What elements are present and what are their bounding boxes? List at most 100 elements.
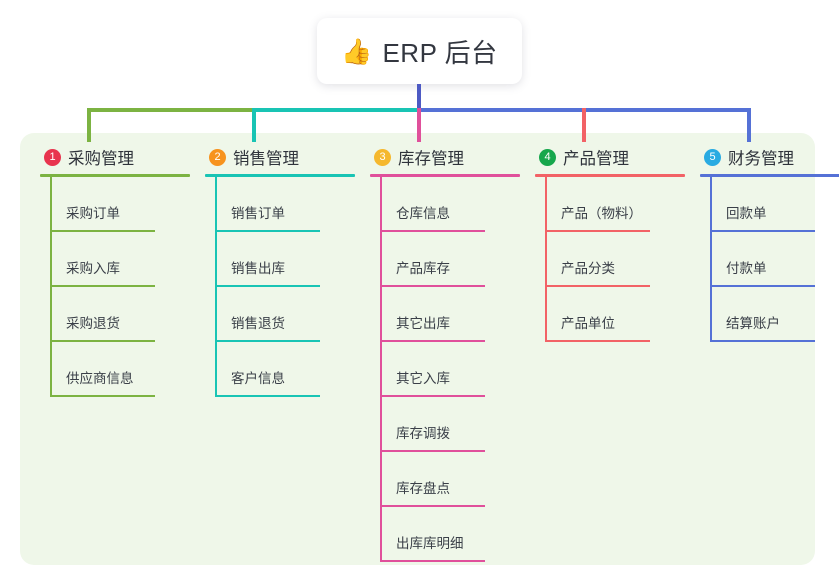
leaf-underline <box>380 450 485 452</box>
leaf-underline <box>380 230 485 232</box>
branch-spine <box>710 177 712 342</box>
branch-column-库存管理: 3 库存管理仓库信息产品库存其它出库其它入库库存调拨库存盘点出库库明细 <box>370 145 520 562</box>
leaf-item[interactable]: 销售订单 <box>215 177 355 232</box>
leaf-label: 出库库明细 <box>396 536 464 551</box>
leaf-underline <box>545 340 650 342</box>
thumbs-up-emoji: 👍 <box>341 36 373 66</box>
leaf-underline <box>710 285 815 287</box>
leaf-label: 仓库信息 <box>396 206 450 221</box>
branch-spine <box>380 177 382 562</box>
leaf-item[interactable]: 产品单位 <box>545 287 685 342</box>
leaf-underline <box>545 230 650 232</box>
branch-title: 库存管理 <box>398 150 464 168</box>
leaf-underline <box>215 395 320 397</box>
branch-header-库存管理[interactable]: 3 库存管理 <box>370 145 520 169</box>
leaf-label: 客户信息 <box>231 371 285 386</box>
leaf-item[interactable]: 产品（物料） <box>545 177 685 232</box>
branch-underline <box>205 174 355 177</box>
leaf-underline <box>380 505 485 507</box>
leaf-underline <box>545 285 650 287</box>
leaf-underline <box>215 285 320 287</box>
leaf-label: 产品分类 <box>561 261 615 276</box>
leaf-item[interactable]: 销售出库 <box>215 232 355 287</box>
leaf-label: 库存调拨 <box>396 426 450 441</box>
leaf-underline <box>50 230 155 232</box>
branch-underline <box>700 174 839 177</box>
leaf-item[interactable]: 仓库信息 <box>380 177 520 232</box>
branch-spine <box>545 177 547 342</box>
branch-title: 产品管理 <box>563 150 629 168</box>
leaf-item[interactable]: 采购入库 <box>50 232 190 287</box>
branch-number-badge: 3 <box>374 148 391 166</box>
leaf-underline <box>50 285 155 287</box>
branch-spine <box>50 177 52 397</box>
leaf-label: 采购入库 <box>66 261 120 276</box>
branch-underline <box>370 174 520 177</box>
leaf-item[interactable]: 付款单 <box>710 232 839 287</box>
leaf-item[interactable]: 结算账户 <box>710 287 839 342</box>
leaf-item[interactable]: 客户信息 <box>215 342 355 397</box>
connector-bar-segment-2 <box>252 108 417 112</box>
connector-bar-segment-1 <box>87 108 252 112</box>
root-node[interactable]: 👍 ERP 后台 <box>317 18 522 84</box>
branch-underline <box>40 174 190 177</box>
leaf-label: 供应商信息 <box>66 371 134 386</box>
branch-children-财务管理: 回款单付款单结算账户 <box>710 177 839 342</box>
leaf-item[interactable]: 供应商信息 <box>50 342 190 397</box>
connector-drop-1 <box>87 108 91 142</box>
branch-number-badge: 5 <box>704 148 721 166</box>
leaf-item[interactable]: 产品库存 <box>380 232 520 287</box>
root-stem-connector <box>417 84 421 110</box>
branch-spine <box>215 177 217 397</box>
leaf-label: 采购退货 <box>66 316 120 331</box>
leaf-item[interactable]: 其它出库 <box>380 287 520 342</box>
leaf-item[interactable]: 产品分类 <box>545 232 685 287</box>
leaf-item[interactable]: 销售退货 <box>215 287 355 342</box>
leaf-label: 销售订单 <box>231 206 285 221</box>
branch-title: 采购管理 <box>68 150 134 168</box>
leaf-label: 回款单 <box>726 206 767 221</box>
leaf-label: 库存盘点 <box>396 481 450 496</box>
leaf-item[interactable]: 出库库明细 <box>380 507 520 562</box>
leaf-underline <box>50 395 155 397</box>
leaf-label: 产品库存 <box>396 261 450 276</box>
leaf-item[interactable]: 采购退货 <box>50 287 190 342</box>
branch-number-badge: 4 <box>539 148 556 166</box>
leaf-label: 其它入库 <box>396 371 450 386</box>
leaf-label: 付款单 <box>726 261 767 276</box>
branch-header-产品管理[interactable]: 4 产品管理 <box>535 145 685 169</box>
branch-title: 销售管理 <box>233 150 299 168</box>
connector-drop-4 <box>582 108 586 142</box>
branch-number-badge: 1 <box>44 148 61 166</box>
branch-children-产品管理: 产品（物料） 产品分类产品单位 <box>545 177 685 342</box>
leaf-item[interactable]: 采购订单 <box>50 177 190 232</box>
leaf-underline <box>380 560 485 562</box>
branch-underline <box>535 174 685 177</box>
leaf-label: 产品（物料） <box>561 206 642 221</box>
branch-children-销售管理: 销售订单销售出库销售退货客户信息 <box>215 177 355 397</box>
leaf-item[interactable]: 库存盘点 <box>380 452 520 507</box>
leaf-underline <box>215 230 320 232</box>
leaf-item[interactable]: 库存调拨 <box>380 397 520 452</box>
leaf-label: 其它出库 <box>396 316 450 331</box>
branch-header-采购管理[interactable]: 1 采购管理 <box>40 145 190 169</box>
leaf-label: 销售退货 <box>231 316 285 331</box>
leaf-underline <box>380 340 485 342</box>
branch-column-采购管理: 1 采购管理采购订单采购入库采购退货供应商信息 <box>40 145 190 397</box>
connector-drop-5 <box>747 108 751 142</box>
leaf-label: 产品单位 <box>561 316 615 331</box>
leaf-underline <box>380 285 485 287</box>
leaf-item[interactable]: 其它入库 <box>380 342 520 397</box>
branch-children-采购管理: 采购订单采购入库采购退货供应商信息 <box>50 177 190 397</box>
connector-drop-3 <box>417 108 421 142</box>
leaf-underline <box>50 340 155 342</box>
leaf-item[interactable]: 回款单 <box>710 177 839 232</box>
leaf-label: 销售出库 <box>231 261 285 276</box>
branch-children-库存管理: 仓库信息产品库存其它出库其它入库库存调拨库存盘点出库库明细 <box>380 177 520 562</box>
branch-column-产品管理: 4 产品管理产品（物料） 产品分类产品单位 <box>535 145 685 342</box>
